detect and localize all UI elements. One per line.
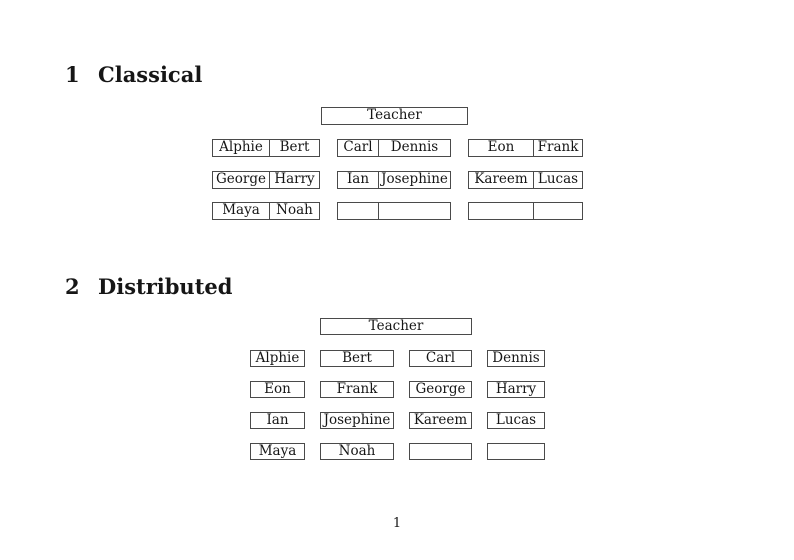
desk-group: Eon Frank (468, 139, 583, 157)
student-box: Lucas (487, 412, 545, 429)
student-cell: Ian (338, 172, 379, 188)
student-box: Alphie (250, 350, 305, 367)
section-title: Classical (98, 62, 203, 87)
student-box: Kareem (409, 412, 472, 429)
desk-group: Ian Josephine (337, 171, 451, 189)
student-cell: Lucas (537, 171, 579, 188)
student-cell: Harry (274, 171, 315, 188)
student-cell: Eon (469, 140, 534, 156)
section-number: 1 (65, 62, 80, 87)
student-box: Carl (409, 350, 472, 367)
student-box: Bert (320, 350, 394, 367)
student-box: Ian (250, 412, 305, 429)
page-number: 1 (392, 516, 402, 531)
student-cell: Alphie (213, 140, 270, 156)
student-box-empty (409, 443, 472, 460)
desk-group (337, 202, 451, 220)
section-title: Distributed (98, 274, 233, 299)
student-cell-empty (534, 203, 582, 219)
student-cell-empty (379, 203, 450, 219)
student-box: Maya (250, 443, 305, 460)
student-cell: Kareem (469, 172, 534, 188)
student-box: Eon (250, 381, 305, 398)
desk-group: George Harry (212, 171, 320, 189)
student-box: Josephine (320, 412, 394, 429)
student-cell: Carl (338, 140, 379, 156)
student-cell: Josephine (381, 171, 448, 188)
student-cell-empty (469, 203, 534, 219)
desk-group: Maya Noah (212, 202, 320, 220)
student-box: George (409, 381, 472, 398)
desk-group: Carl Dennis (337, 139, 451, 157)
student-cell: Frank (537, 139, 579, 156)
student-box: Dennis (487, 350, 545, 367)
desk-group (468, 202, 583, 220)
student-box: Frank (320, 381, 394, 398)
student-cell: Maya (213, 203, 270, 219)
student-cell-empty (338, 203, 379, 219)
teacher-box: Teacher (321, 107, 468, 125)
student-cell: Noah (276, 202, 313, 219)
student-cell: Dennis (390, 139, 439, 156)
student-box: Harry (487, 381, 545, 398)
teacher-label: Teacher (367, 107, 422, 124)
student-box: Noah (320, 443, 394, 460)
student-box-empty (487, 443, 545, 460)
section-number: 2 (65, 274, 80, 299)
teacher-box: Teacher (320, 318, 472, 335)
desk-group: Alphie Bert (212, 139, 320, 157)
teacher-label: Teacher (368, 317, 424, 334)
student-cell: George (213, 172, 270, 188)
section-heading-distributed: 2 Distributed (65, 274, 232, 300)
desk-group: Kareem Lucas (468, 171, 583, 189)
student-cell: Bert (279, 139, 310, 156)
section-heading-classical: 1 Classical (65, 62, 202, 88)
